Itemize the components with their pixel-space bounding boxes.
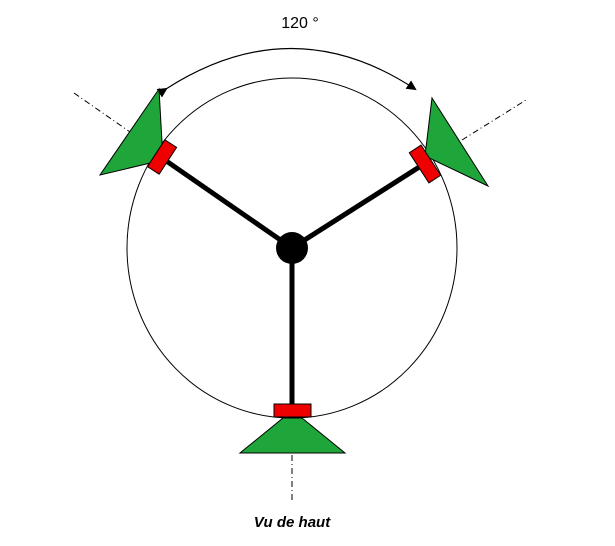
hub	[276, 232, 308, 264]
mount-right	[408, 144, 442, 184]
axis-line-right	[461, 99, 527, 141]
angle-label: 120 °	[281, 15, 319, 32]
emitter-right	[424, 96, 490, 188]
axis-line-left	[73, 92, 131, 133]
caption: Vu de haut	[254, 514, 331, 531]
emitter-bottom	[238, 417, 347, 454]
mount-left	[146, 139, 178, 175]
arm-right	[290, 161, 426, 251]
angle-arc-arrow	[156, 48, 417, 98]
emitter-left	[98, 87, 164, 176]
arm-left	[160, 155, 294, 251]
mount-bottom	[273, 403, 312, 418]
